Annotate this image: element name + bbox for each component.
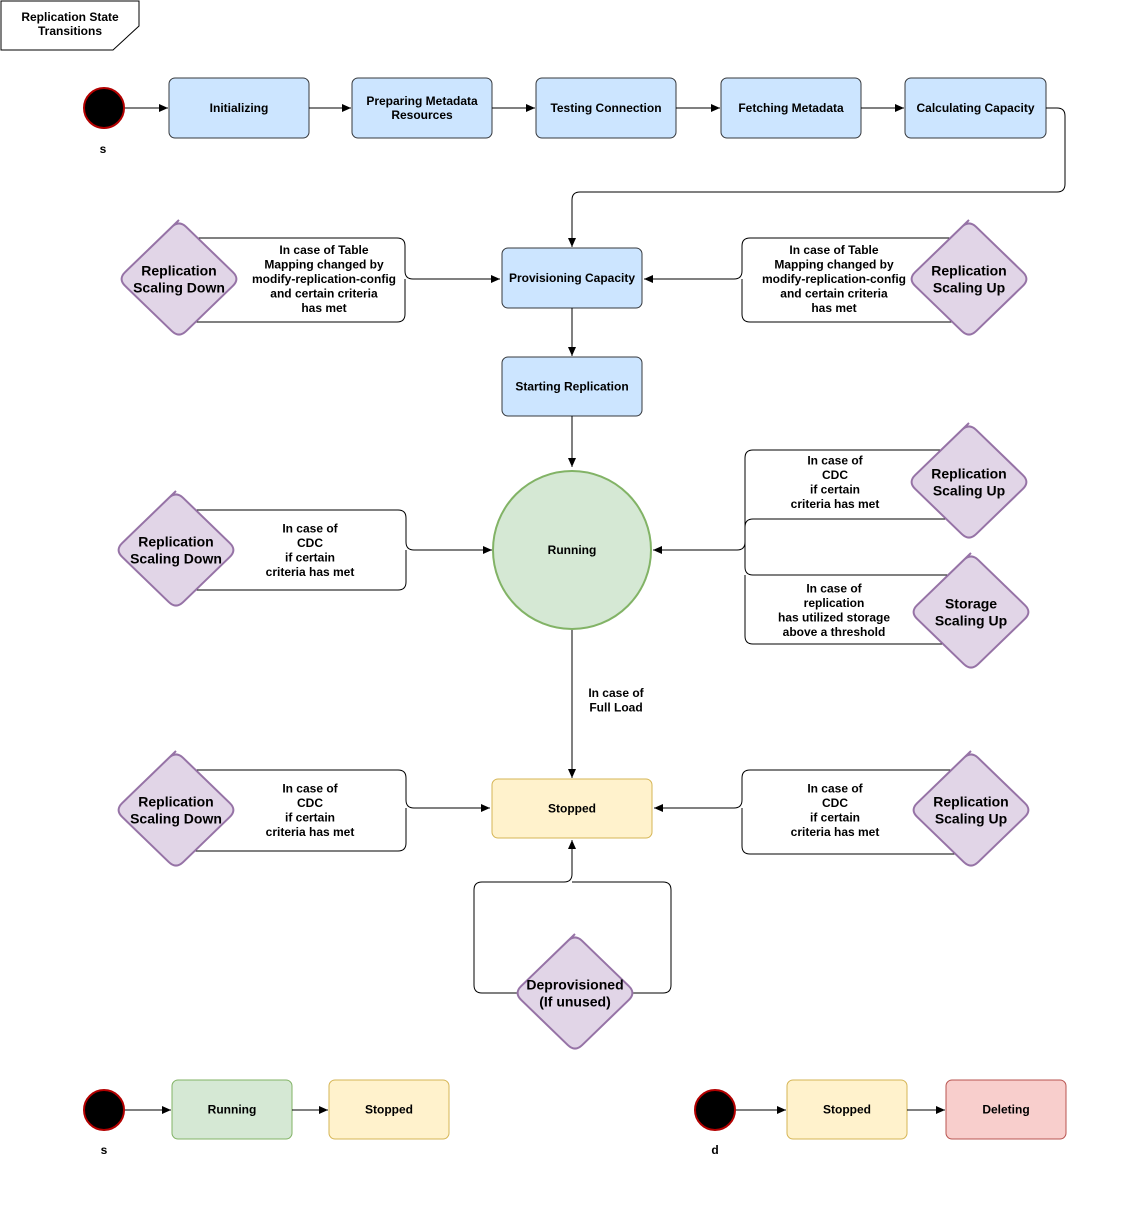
delete-replication-dot[interactable] bbox=[694, 1089, 736, 1131]
connector-deprovisioned-right bbox=[572, 881, 672, 994]
delete-flow-deleting-label: Deleting bbox=[982, 1103, 1029, 1117]
state-provisioning-capacity-label: Provisioning Capacity bbox=[509, 271, 635, 285]
delete-flow-deleting[interactable]: Deleting bbox=[945, 1079, 1067, 1140]
state-running[interactable]: Running bbox=[492, 470, 652, 630]
state-stopped[interactable]: Stopped bbox=[491, 778, 653, 839]
state-initializing[interactable]: Initializing bbox=[168, 77, 310, 139]
delete-flow-stopped[interactable]: Stopped bbox=[786, 1079, 908, 1140]
state-stopped-label: Stopped bbox=[548, 802, 596, 816]
connector-scaleup1-bottom bbox=[741, 279, 960, 323]
state-initializing-label: Initializing bbox=[210, 101, 269, 115]
delete-replication-config-label: d bbox=[711, 1143, 718, 1157]
start-replication-dot[interactable] bbox=[83, 87, 125, 129]
arrow-scaledown3-stopped bbox=[176, 769, 490, 812]
stop-flow-stopped-label: Stopped bbox=[365, 1103, 413, 1117]
arrow-calculating-provisioning bbox=[568, 107, 1066, 247]
arrow-scaleup1-provisioning bbox=[644, 237, 960, 283]
stop-flow-running-label: Running bbox=[208, 1103, 257, 1117]
title-frame bbox=[0, 0, 140, 51]
connector-storage-bottom bbox=[744, 575, 965, 645]
delete-flow-stopped-label: Stopped bbox=[823, 1103, 871, 1117]
arrow-scaleup2-running bbox=[653, 449, 965, 554]
state-provisioning-capacity[interactable]: Provisioning Capacity bbox=[501, 247, 643, 309]
state-calculating-capacity[interactable]: Calculating Capacity bbox=[904, 77, 1047, 139]
decision-deprovisioned-label: Deprovisioned(If unused) bbox=[526, 976, 623, 1009]
connector-scaledown2-bottom bbox=[176, 550, 407, 591]
state-testing-connection-label: Testing Connection bbox=[550, 101, 661, 115]
state-calculating-capacity-label: Calculating Capacity bbox=[916, 101, 1034, 115]
connector-scaleup2-bottom bbox=[744, 518, 965, 550]
state-starting-replication-label: Starting Replication bbox=[515, 380, 628, 394]
connector-storage-top bbox=[744, 550, 965, 576]
state-fetching-metadata-label: Fetching Metadata bbox=[738, 101, 844, 115]
arrow-deprovisioned-stopped-left bbox=[473, 840, 576, 994]
state-running-label: Running bbox=[548, 543, 597, 557]
arrow-scaledown1-provisioning bbox=[180, 237, 500, 283]
state-starting-replication[interactable]: Starting Replication bbox=[501, 356, 643, 417]
start-replication-label: s bbox=[100, 142, 107, 156]
connector-scaleup3-bottom bbox=[741, 808, 968, 855]
decision-deprovisioned[interactable]: Deprovisioned(If unused) bbox=[516, 933, 634, 1050]
connector-scaledown1-bottom bbox=[180, 279, 406, 323]
connector-scaledown3-bottom bbox=[176, 808, 407, 852]
stop-replication-label: s bbox=[101, 1143, 108, 1157]
stop-flow-stopped[interactable]: Stopped bbox=[328, 1079, 450, 1140]
stop-replication-dot[interactable] bbox=[83, 1089, 125, 1131]
arrow-scaledown2-running bbox=[176, 509, 492, 554]
arrow-scaleup3-stopped bbox=[654, 769, 968, 812]
state-testing-connection[interactable]: Testing Connection bbox=[535, 77, 677, 139]
state-fetching-metadata[interactable]: Fetching Metadata bbox=[720, 77, 862, 139]
stop-flow-running[interactable]: Running bbox=[171, 1079, 293, 1140]
